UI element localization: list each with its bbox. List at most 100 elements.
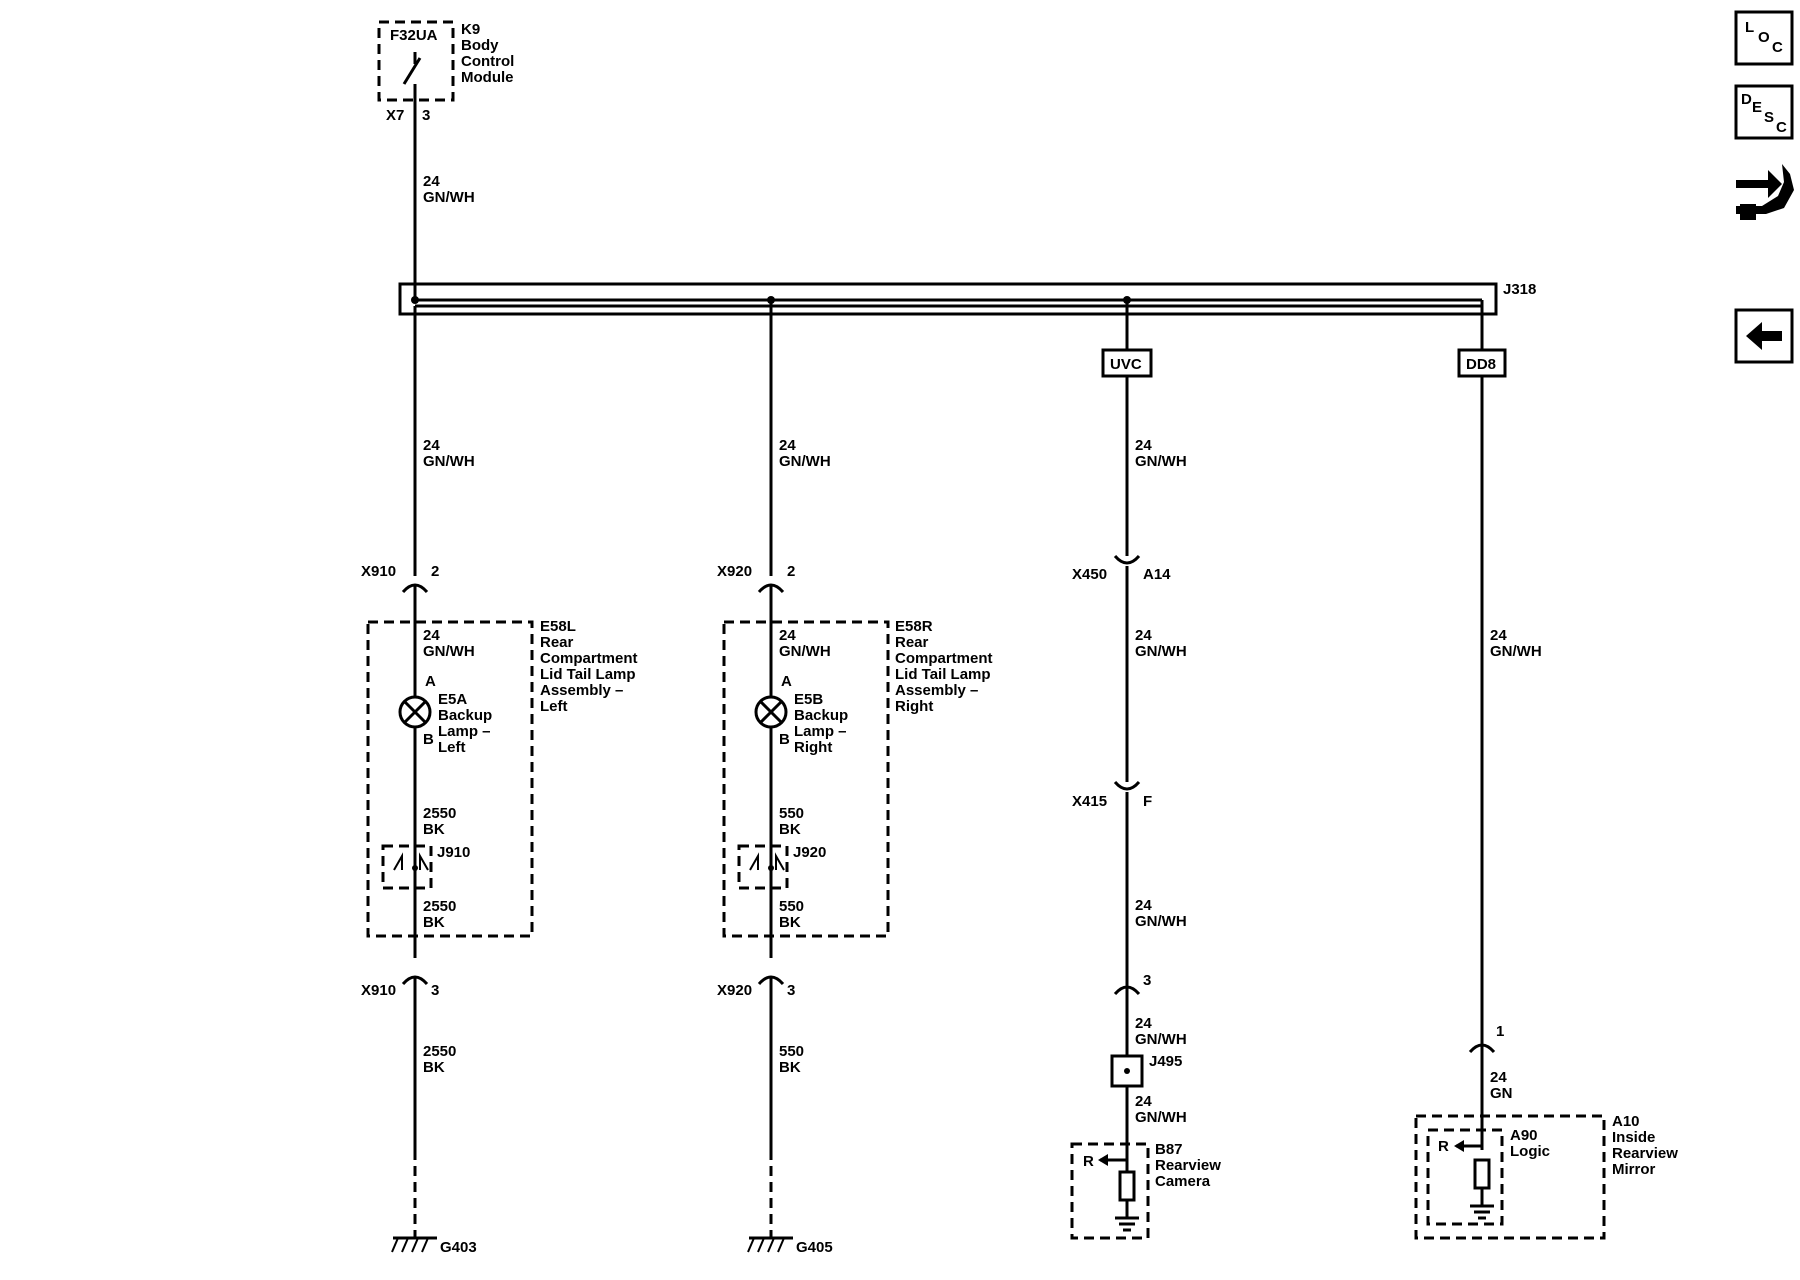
cam-wire5-color: GN/WH <box>1135 1109 1187 1126</box>
cam-wire3-gauge: 24 <box>1135 897 1152 914</box>
mirror-wire2-color: GN <box>1490 1085 1513 1102</box>
loc-icon[interactable]: L O C <box>1734 10 1794 66</box>
bcm-connector: X7 <box>386 107 404 124</box>
cam-splice-label: J495 <box>1149 1053 1182 1070</box>
left-pin-b: B <box>423 731 434 748</box>
cam-pin1: A14 <box>1143 566 1171 583</box>
option-dd8-label: DD8 <box>1466 356 1496 373</box>
left-assy-3: Compartment <box>540 650 638 667</box>
left-conn-top: X910 <box>361 563 396 580</box>
left-conn-bot: X910 <box>361 982 396 999</box>
right-lamp-3: Lamp – <box>794 723 847 740</box>
left-pin-bot: 3 <box>431 982 439 999</box>
right-lamp-2: Backup <box>794 707 848 724</box>
right-splice-symbol <box>749 852 785 871</box>
right-gnd-gauge: 550 <box>779 1043 804 1060</box>
desc-icon[interactable]: D E S C <box>1734 84 1794 140</box>
cam-conn2: X415 <box>1072 793 1107 810</box>
left-assembly-box <box>366 620 534 938</box>
mirror-r: R <box>1438 1138 1449 1155</box>
right-pin-b: B <box>779 731 790 748</box>
bcm-label-3: Control <box>461 53 514 70</box>
mirror-device-4: Mirror <box>1612 1161 1656 1178</box>
cam-conn1: X450 <box>1072 566 1107 583</box>
cam-conn1-symbol <box>1113 554 1141 565</box>
back-arrow-icon[interactable] <box>1734 308 1794 364</box>
left-lamp-3: Lamp – <box>438 723 491 740</box>
left-gnd-gauge: 2550 <box>423 1043 456 1060</box>
splice-pack-label: J318 <box>1503 281 1536 298</box>
cam-device-1: B87 <box>1155 1141 1183 1158</box>
option-uvc-label: UVC <box>1110 356 1142 373</box>
right-out2-gauge: 550 <box>779 898 804 915</box>
right-ground-label: G405 <box>796 1239 833 1256</box>
fuse-switch-blade <box>402 57 422 85</box>
right-pin-top: 2 <box>787 563 795 580</box>
right-conn-top: X920 <box>717 563 752 580</box>
cam-pin2: F <box>1143 793 1152 810</box>
connector-tool-icon[interactable] <box>1736 164 1794 220</box>
left-assy-4: Lid Tail Lamp <box>540 666 636 683</box>
mirror-r-arrow-head <box>1454 1140 1464 1152</box>
left-lamp-4: Left <box>438 739 466 756</box>
left-in-gauge: 24 <box>423 627 440 644</box>
left-out1-gauge: 2550 <box>423 805 456 822</box>
cam-r: R <box>1083 1153 1094 1170</box>
right-wire1-color: GN/WH <box>779 453 831 470</box>
right-assy-5: Assembly – <box>895 682 978 699</box>
left-splice-dot <box>412 865 418 871</box>
right-assy-6: Right <box>895 698 933 715</box>
right-assy-2: Rear <box>895 634 929 651</box>
right-splice-dot <box>768 865 774 871</box>
right-assy-4: Lid Tail Lamp <box>895 666 991 683</box>
mirror-pin: 1 <box>1496 1023 1504 1040</box>
cam-wire4-gauge: 24 <box>1135 1015 1152 1032</box>
right-out2-color: BK <box>779 914 801 931</box>
mirror-logic-2: Logic <box>1510 1143 1550 1160</box>
ground-icon <box>747 1236 793 1253</box>
mirror-wire1-gauge: 24 <box>1490 627 1507 644</box>
cam-device-2: Rearview <box>1155 1157 1221 1174</box>
right-out1-color: BK <box>779 821 801 838</box>
right-splice-label: J920 <box>793 844 826 861</box>
loc-letter-l: L <box>1745 19 1754 36</box>
right-pin-bot: 3 <box>787 982 795 999</box>
mirror-resistor <box>1473 1158 1491 1190</box>
desc-letter-d: D <box>1741 91 1752 108</box>
bcm-label-2: Body <box>461 37 499 54</box>
splice-pack-j318 <box>398 282 1498 316</box>
cam-wire4-color: GN/WH <box>1135 1031 1187 1048</box>
left-gnd-color: BK <box>423 1059 445 1076</box>
wire-top-color: GN/WH <box>423 189 475 206</box>
left-wire1-gauge: 24 <box>423 437 440 454</box>
ground-icon <box>391 1236 437 1253</box>
left-out1-color: BK <box>423 821 445 838</box>
left-out2-color: BK <box>423 914 445 931</box>
mirror-device-3: Rearview <box>1612 1145 1678 1162</box>
cam-conn3-symbol <box>1113 985 1141 996</box>
cam-conn2-symbol <box>1113 780 1141 791</box>
right-in-color: GN/WH <box>779 643 831 660</box>
wire-top-gauge: 24 <box>423 173 440 190</box>
camera-box <box>1070 1142 1150 1240</box>
right-assy-3: Compartment <box>895 650 993 667</box>
right-lamp-x2 <box>758 699 784 725</box>
left-pin-a: A <box>425 673 436 690</box>
right-gnd-color: BK <box>779 1059 801 1076</box>
left-ground-label: G403 <box>440 1239 477 1256</box>
right-splice-box <box>737 844 789 890</box>
left-assy-1: E58L <box>540 618 576 635</box>
cam-wire1-color: GN/WH <box>1135 453 1187 470</box>
left-pin-top: 2 <box>431 563 439 580</box>
mirror-logic-box <box>1426 1128 1504 1226</box>
cam-wire5-gauge: 24 <box>1135 1093 1152 1110</box>
loc-letter-c: C <box>1772 39 1783 56</box>
right-in-gauge: 24 <box>779 627 796 644</box>
cam-wire2-gauge: 24 <box>1135 627 1152 644</box>
desc-letter-s: S <box>1764 109 1774 126</box>
fuse-id: F32UA <box>390 27 438 44</box>
left-splice-box <box>381 844 433 890</box>
mirror-logic-1: A90 <box>1510 1127 1538 1144</box>
left-lamp-1: E5A <box>438 691 467 708</box>
